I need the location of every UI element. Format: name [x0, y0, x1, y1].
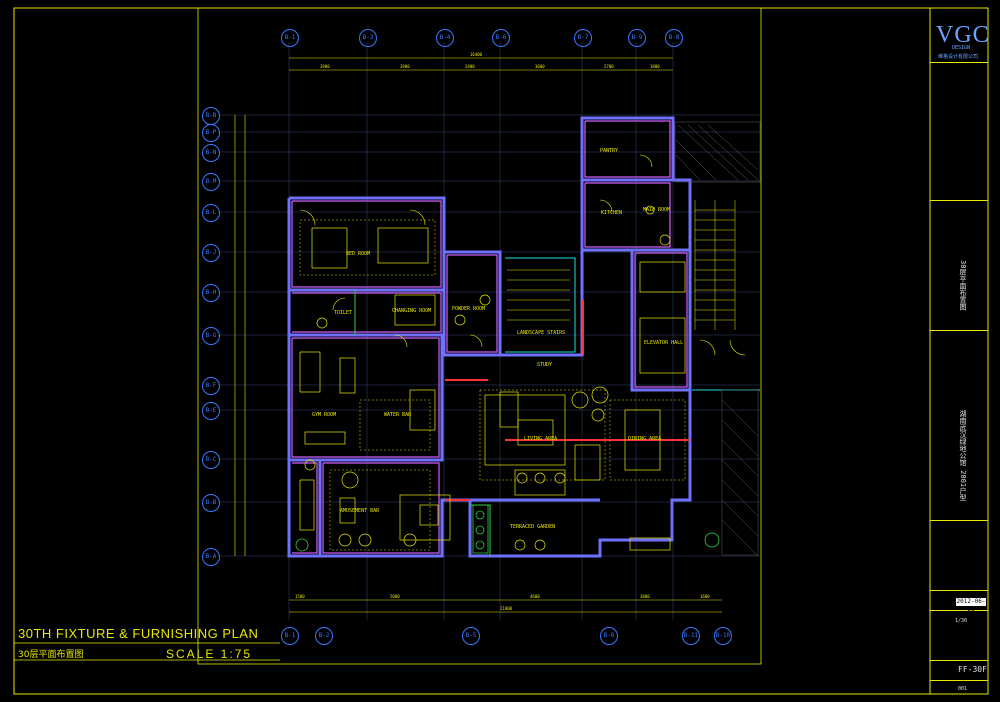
tb-divider: [930, 62, 988, 63]
svg-text:1500: 1500: [295, 594, 305, 599]
company-logo: VGC: [936, 22, 990, 48]
tb-divider: [930, 520, 988, 521]
tb-divider: [930, 330, 988, 331]
furniture: [299, 205, 686, 551]
room-label-powder-room: POWDER ROOM: [452, 306, 486, 312]
svg-text:3600: 3600: [535, 64, 545, 69]
room-label-kitchen: KITCHEN: [601, 210, 623, 216]
grid-bubble: B-B: [202, 107, 220, 125]
drawing-scale-value: 1/30: [955, 618, 968, 624]
grid-bubble: B-P: [202, 124, 220, 142]
red-accents: [445, 300, 690, 501]
grid-bubble: B-10: [714, 627, 732, 645]
grid-bubble: B-2: [315, 627, 333, 645]
landscape-stair-treads: [507, 269, 570, 321]
drawing-date: 2012-06-28: [956, 598, 986, 613]
room-label-elevator-hall: ELEVATOR HALL: [644, 340, 684, 346]
svg-text:5000: 5000: [390, 594, 400, 599]
room-label-dining-area: DINING AREA: [628, 436, 662, 442]
tb-divider: [930, 680, 988, 681]
tb-divider: [930, 610, 988, 611]
shaft-hatch: [721, 389, 759, 556]
svg-text:3800: 3800: [640, 594, 650, 599]
tb-divider: [930, 200, 988, 201]
grid-bubble: B-M: [202, 173, 220, 191]
grid-bubble: B-4: [436, 29, 454, 47]
grid-bubble: B-L: [202, 204, 220, 222]
room-label-toilet: TOILET: [334, 310, 353, 316]
room-label-study: STUDY: [537, 362, 553, 368]
grid-bubble: B-J: [202, 244, 220, 262]
grid-bubble: B-C: [202, 451, 220, 469]
room-label-landscape-stairs: LANDSCAPE STAIRS: [517, 330, 566, 336]
svg-text:2700: 2700: [604, 64, 614, 69]
drawing-scale: SCALE 1:75: [166, 647, 253, 661]
walls: [287, 116, 692, 558]
drawing-subtitle: 30层平面布置图: [18, 650, 84, 660]
room-label-living-area: LIVING AREA: [524, 436, 558, 442]
room-label-maid-room: MAID ROOM: [643, 207, 671, 213]
dashed-outlines: [299, 219, 686, 551]
grid-bubble: B-1: [281, 627, 299, 645]
grid-bubble: B-1: [281, 29, 299, 47]
room-label-gym: GYM ROOM: [312, 412, 337, 418]
grid-bubble: B-8: [665, 29, 683, 47]
stair-treads: [695, 209, 735, 321]
drawing-title: 30TH FIXTURE & FURNISHING PLAN: [18, 626, 259, 641]
svg-text:2400: 2400: [465, 64, 475, 69]
sheet-number: 001: [958, 686, 968, 692]
room-label-amusement-bar: AMUSEMENT BAR: [340, 508, 380, 514]
drawing-area-border: [197, 7, 762, 665]
grid-bubble: B-A: [202, 548, 220, 566]
grid-bubble: B-H: [202, 284, 220, 302]
room-label-pantry: PANTRY: [600, 148, 619, 154]
svg-text:16400: 16400: [470, 52, 483, 57]
grid-bubble: B-B: [202, 494, 220, 512]
grid-bubble: B-7: [574, 29, 592, 47]
svg-text:4600: 4600: [530, 594, 540, 599]
room-label-terraced-garden: TERRACED GARDEN: [510, 524, 556, 530]
grid-bubble: B-9: [628, 29, 646, 47]
grid-bubble: B-G: [202, 327, 220, 345]
grid-bubble: B-6: [492, 29, 510, 47]
project-name: 湖南武汉绿地公馆 2001户型: [959, 410, 967, 502]
tb-divider: [930, 590, 988, 591]
drawing-name-vertical: 30层平面布置图: [959, 260, 967, 311]
secondary-lines: [354, 257, 760, 556]
grid-bubble: B-5: [462, 627, 480, 645]
plants: [295, 504, 720, 554]
grid-bubble: B-11: [682, 627, 700, 645]
door-swings: [299, 154, 746, 356]
tb-divider: [930, 660, 988, 661]
walls-inner: [291, 120, 688, 554]
room-label-bed-room: BED ROOM: [346, 251, 371, 257]
svg-text:3900: 3900: [400, 64, 410, 69]
grid-lines: [218, 42, 760, 620]
grid-bubble: B-E: [202, 402, 220, 420]
drawing-number: FF-30F: [958, 665, 987, 674]
company-design-label: DESIGN: [952, 45, 971, 51]
grid-bubble: B-3: [359, 29, 377, 47]
grid-bubble: B-8: [600, 627, 618, 645]
room-label-changing-room: CHANGING ROOM: [392, 308, 432, 314]
svg-text:1600: 1600: [700, 594, 710, 599]
grid-bubble: B-F: [202, 377, 220, 395]
svg-text:1800: 1800: [650, 64, 660, 69]
dimension-lines: [234, 57, 722, 613]
svg-text:21800: 21800: [500, 606, 513, 611]
dimension-text: 16400 3900 3900 2400 3600 2700 1800 1500 5000…: [295, 52, 710, 611]
room-label-water-bar: WATER BAR: [384, 412, 412, 418]
svg-text:3900: 3900: [320, 64, 330, 69]
stair-hatch: [674, 121, 761, 330]
company-name: 维格设计有限公司: [938, 54, 979, 60]
grid-bubble: B-N: [202, 144, 220, 162]
